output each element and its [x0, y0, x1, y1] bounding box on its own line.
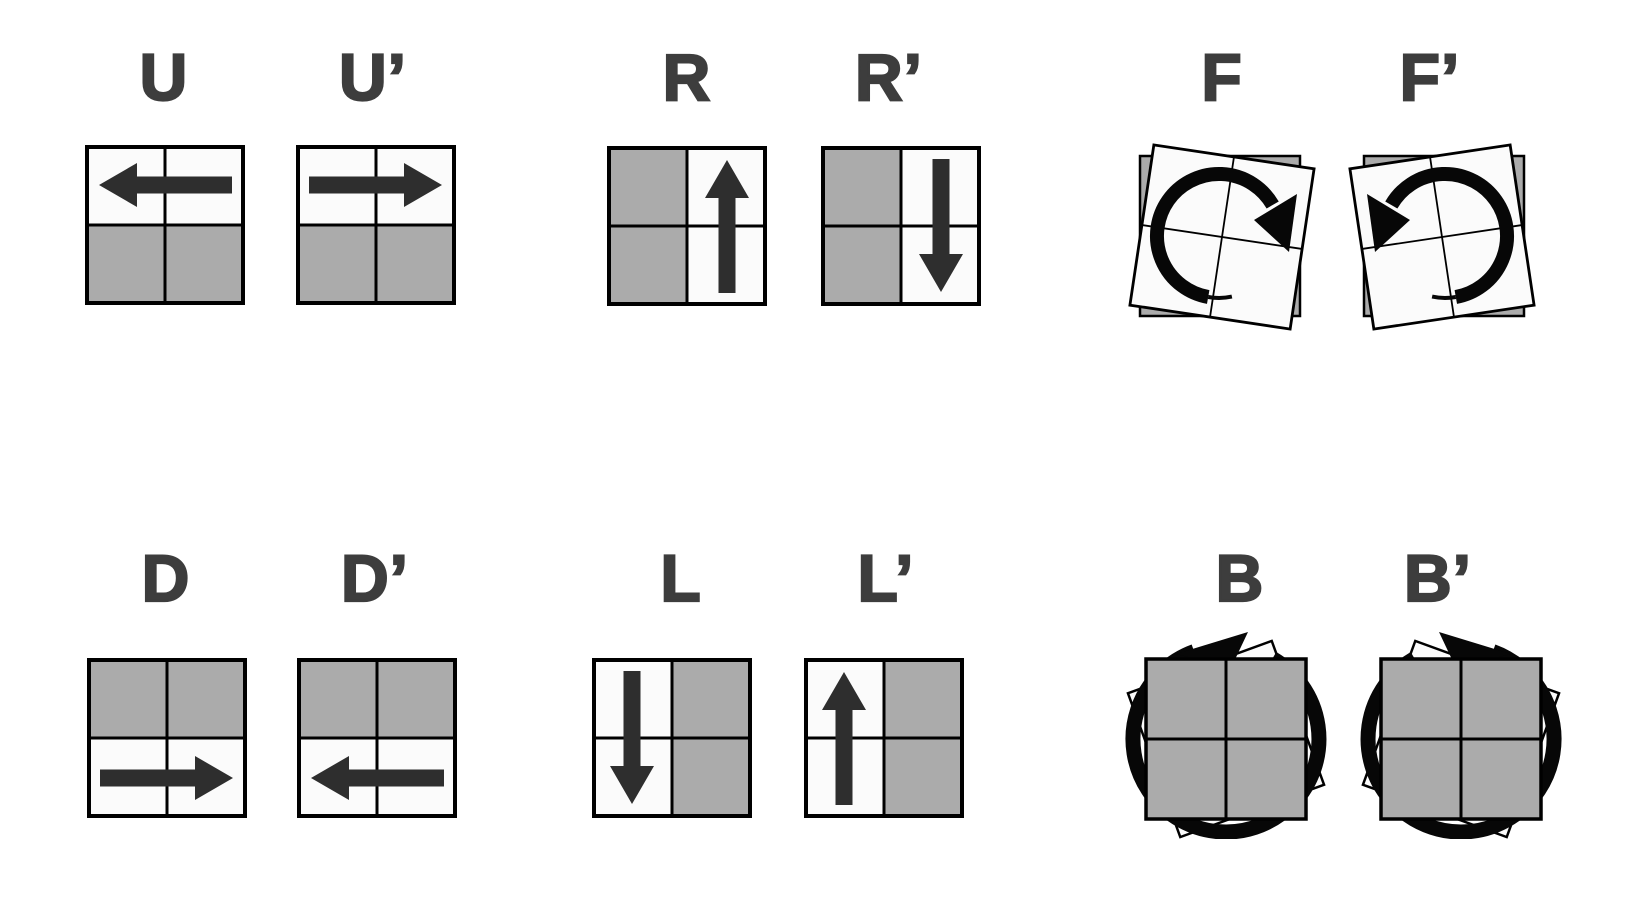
turn-direction-arrow	[99, 163, 232, 207]
move-diagram-B-prime	[1360, 632, 1562, 839]
move-diagram-L	[592, 658, 752, 818]
turn-direction-arrow	[100, 756, 233, 800]
rotation-arrowhead	[1254, 194, 1297, 252]
move-label-L-prime: L’	[856, 541, 915, 615]
move-diagram-F	[1128, 143, 1316, 331]
turn-direction-arrow	[311, 756, 444, 800]
move-label-U: U	[139, 40, 189, 114]
move-diagram-D-prime	[297, 658, 457, 818]
move-label-F: F	[1200, 40, 1243, 114]
move-diagram-L-prime	[804, 658, 964, 818]
move-label-D: D	[141, 541, 191, 615]
move-label-R: R	[662, 40, 712, 114]
move-diagram-R-prime	[821, 146, 981, 306]
move-diagram-U-prime	[296, 145, 456, 305]
turn-direction-arrow	[610, 671, 654, 804]
move-diagram-F-prime	[1348, 143, 1536, 331]
move-label-B: B	[1215, 541, 1265, 615]
move-label-B-prime: B’	[1403, 541, 1472, 615]
move-diagram-D	[87, 658, 247, 818]
move-label-R-prime: R’	[854, 40, 923, 114]
move-label-D-prime: D’	[340, 541, 409, 615]
turn-direction-arrow	[919, 159, 963, 292]
move-label-U-prime: U’	[338, 40, 407, 114]
turn-direction-arrow	[309, 163, 442, 207]
move-diagram-U	[85, 145, 245, 305]
move-diagram-R	[607, 146, 767, 306]
move-label-L: L	[659, 541, 702, 615]
rotation-arrowhead	[1367, 194, 1410, 252]
turn-direction-arrow	[822, 672, 866, 805]
turn-direction-arrow	[705, 160, 749, 293]
move-label-F-prime: F’	[1399, 40, 1461, 114]
move-diagram-B	[1125, 632, 1327, 839]
